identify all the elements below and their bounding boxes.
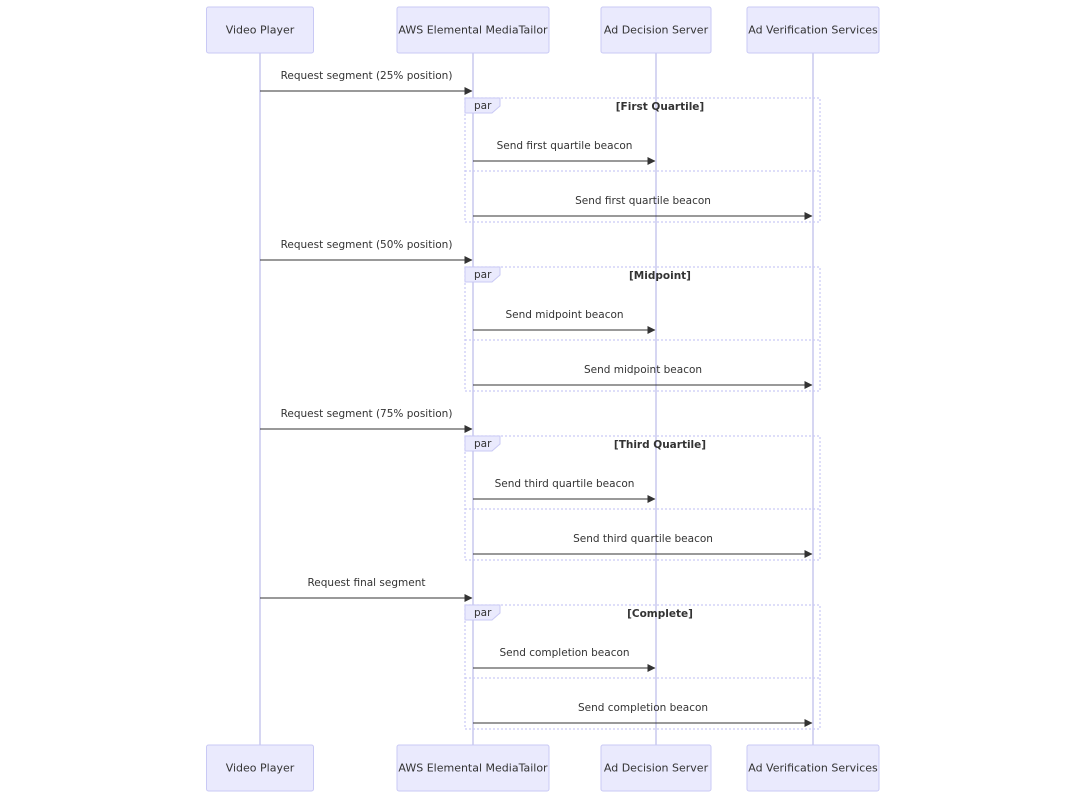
- par-tag-label: par: [474, 269, 492, 281]
- par-tag-shape: [464, 435, 501, 452]
- par-frame: par [Complete]: [464, 604, 821, 730]
- actor-avs-bottom: Ad Verification Services: [746, 744, 880, 792]
- message: Send midpoint beacon: [473, 364, 813, 389]
- par-frame: par [First Quartile]: [464, 97, 821, 223]
- message: Request final segment: [260, 577, 473, 602]
- message: Request segment (75% position): [260, 408, 473, 433]
- actor-label: AWS Elemental MediaTailor: [398, 762, 548, 775]
- par-condition-label: [Midpoint]: [629, 270, 691, 282]
- actor-box: [206, 6, 314, 54]
- par-tag-label: par: [474, 607, 492, 619]
- actor-ads-top: Ad Decision Server: [600, 6, 712, 54]
- par-condition-label: [Third Quartile]: [614, 439, 706, 451]
- message: Send completion beacon: [473, 647, 656, 672]
- par-frame-border: [464, 266, 821, 392]
- par-tag-label: par: [474, 438, 492, 450]
- message: Send midpoint beacon: [473, 309, 656, 334]
- message-label: Send midpoint beacon: [584, 364, 702, 376]
- message: Send third quartile beacon: [473, 478, 656, 503]
- actor-box: [600, 6, 712, 54]
- par-frame: par [Midpoint]: [464, 266, 821, 392]
- par-frame: par [Third Quartile]: [464, 435, 821, 561]
- par-frame-border: [464, 97, 821, 223]
- actor-box: [206, 744, 314, 792]
- message-label: Send first quartile beacon: [575, 195, 711, 207]
- actor-box: [746, 744, 880, 792]
- actor-vp-bottom: Video Player: [206, 744, 314, 792]
- message-label: Request segment (75% position): [281, 408, 453, 420]
- actor-box: [746, 6, 880, 54]
- par-frame-border: [464, 604, 821, 730]
- par-frame-border: [464, 435, 821, 561]
- actor-label: Video Player: [226, 24, 295, 37]
- actor-ads-bottom: Ad Decision Server: [600, 744, 712, 792]
- actor-box: [600, 744, 712, 792]
- actor-label: Ad Verification Services: [748, 762, 878, 775]
- message-label: Send completion beacon: [499, 647, 629, 659]
- message: Send first quartile beacon: [473, 195, 813, 220]
- message: Request segment (50% position): [260, 239, 473, 264]
- par-tag-shape: [464, 97, 501, 114]
- par-condition-label: [Complete]: [627, 608, 693, 620]
- message-label: Send third quartile beacon: [495, 478, 635, 490]
- message: Send third quartile beacon: [473, 533, 813, 558]
- message-label: Send third quartile beacon: [573, 533, 713, 545]
- actor-label: Ad Verification Services: [748, 24, 878, 37]
- message-label: Send midpoint beacon: [505, 309, 623, 321]
- message-label: Request segment (25% position): [281, 70, 453, 82]
- actor-mt-top: AWS Elemental MediaTailor: [396, 6, 550, 54]
- message: Send completion beacon: [473, 702, 813, 727]
- par-tag-shape: [464, 604, 501, 621]
- actor-box: [396, 744, 550, 792]
- message-label: Send first quartile beacon: [497, 140, 633, 152]
- actor-mt-bottom: AWS Elemental MediaTailor: [396, 744, 550, 792]
- actor-vp-top: Video Player: [206, 6, 314, 54]
- message-label: Send completion beacon: [578, 702, 708, 714]
- par-tag-shape: [464, 266, 501, 283]
- actor-avs-top: Ad Verification Services: [746, 6, 880, 54]
- message: Send first quartile beacon: [473, 140, 656, 165]
- message: Request segment (25% position): [260, 70, 473, 95]
- actor-label: Video Player: [226, 762, 295, 775]
- message-label: Request final segment: [307, 577, 425, 589]
- actor-label: AWS Elemental MediaTailor: [398, 24, 548, 37]
- par-tag-label: par: [474, 100, 492, 112]
- actor-box: [396, 6, 550, 54]
- actor-label: Ad Decision Server: [604, 762, 709, 775]
- message-label: Request segment (50% position): [281, 239, 453, 251]
- par-condition-label: [First Quartile]: [616, 101, 704, 113]
- actor-label: Ad Decision Server: [604, 24, 709, 37]
